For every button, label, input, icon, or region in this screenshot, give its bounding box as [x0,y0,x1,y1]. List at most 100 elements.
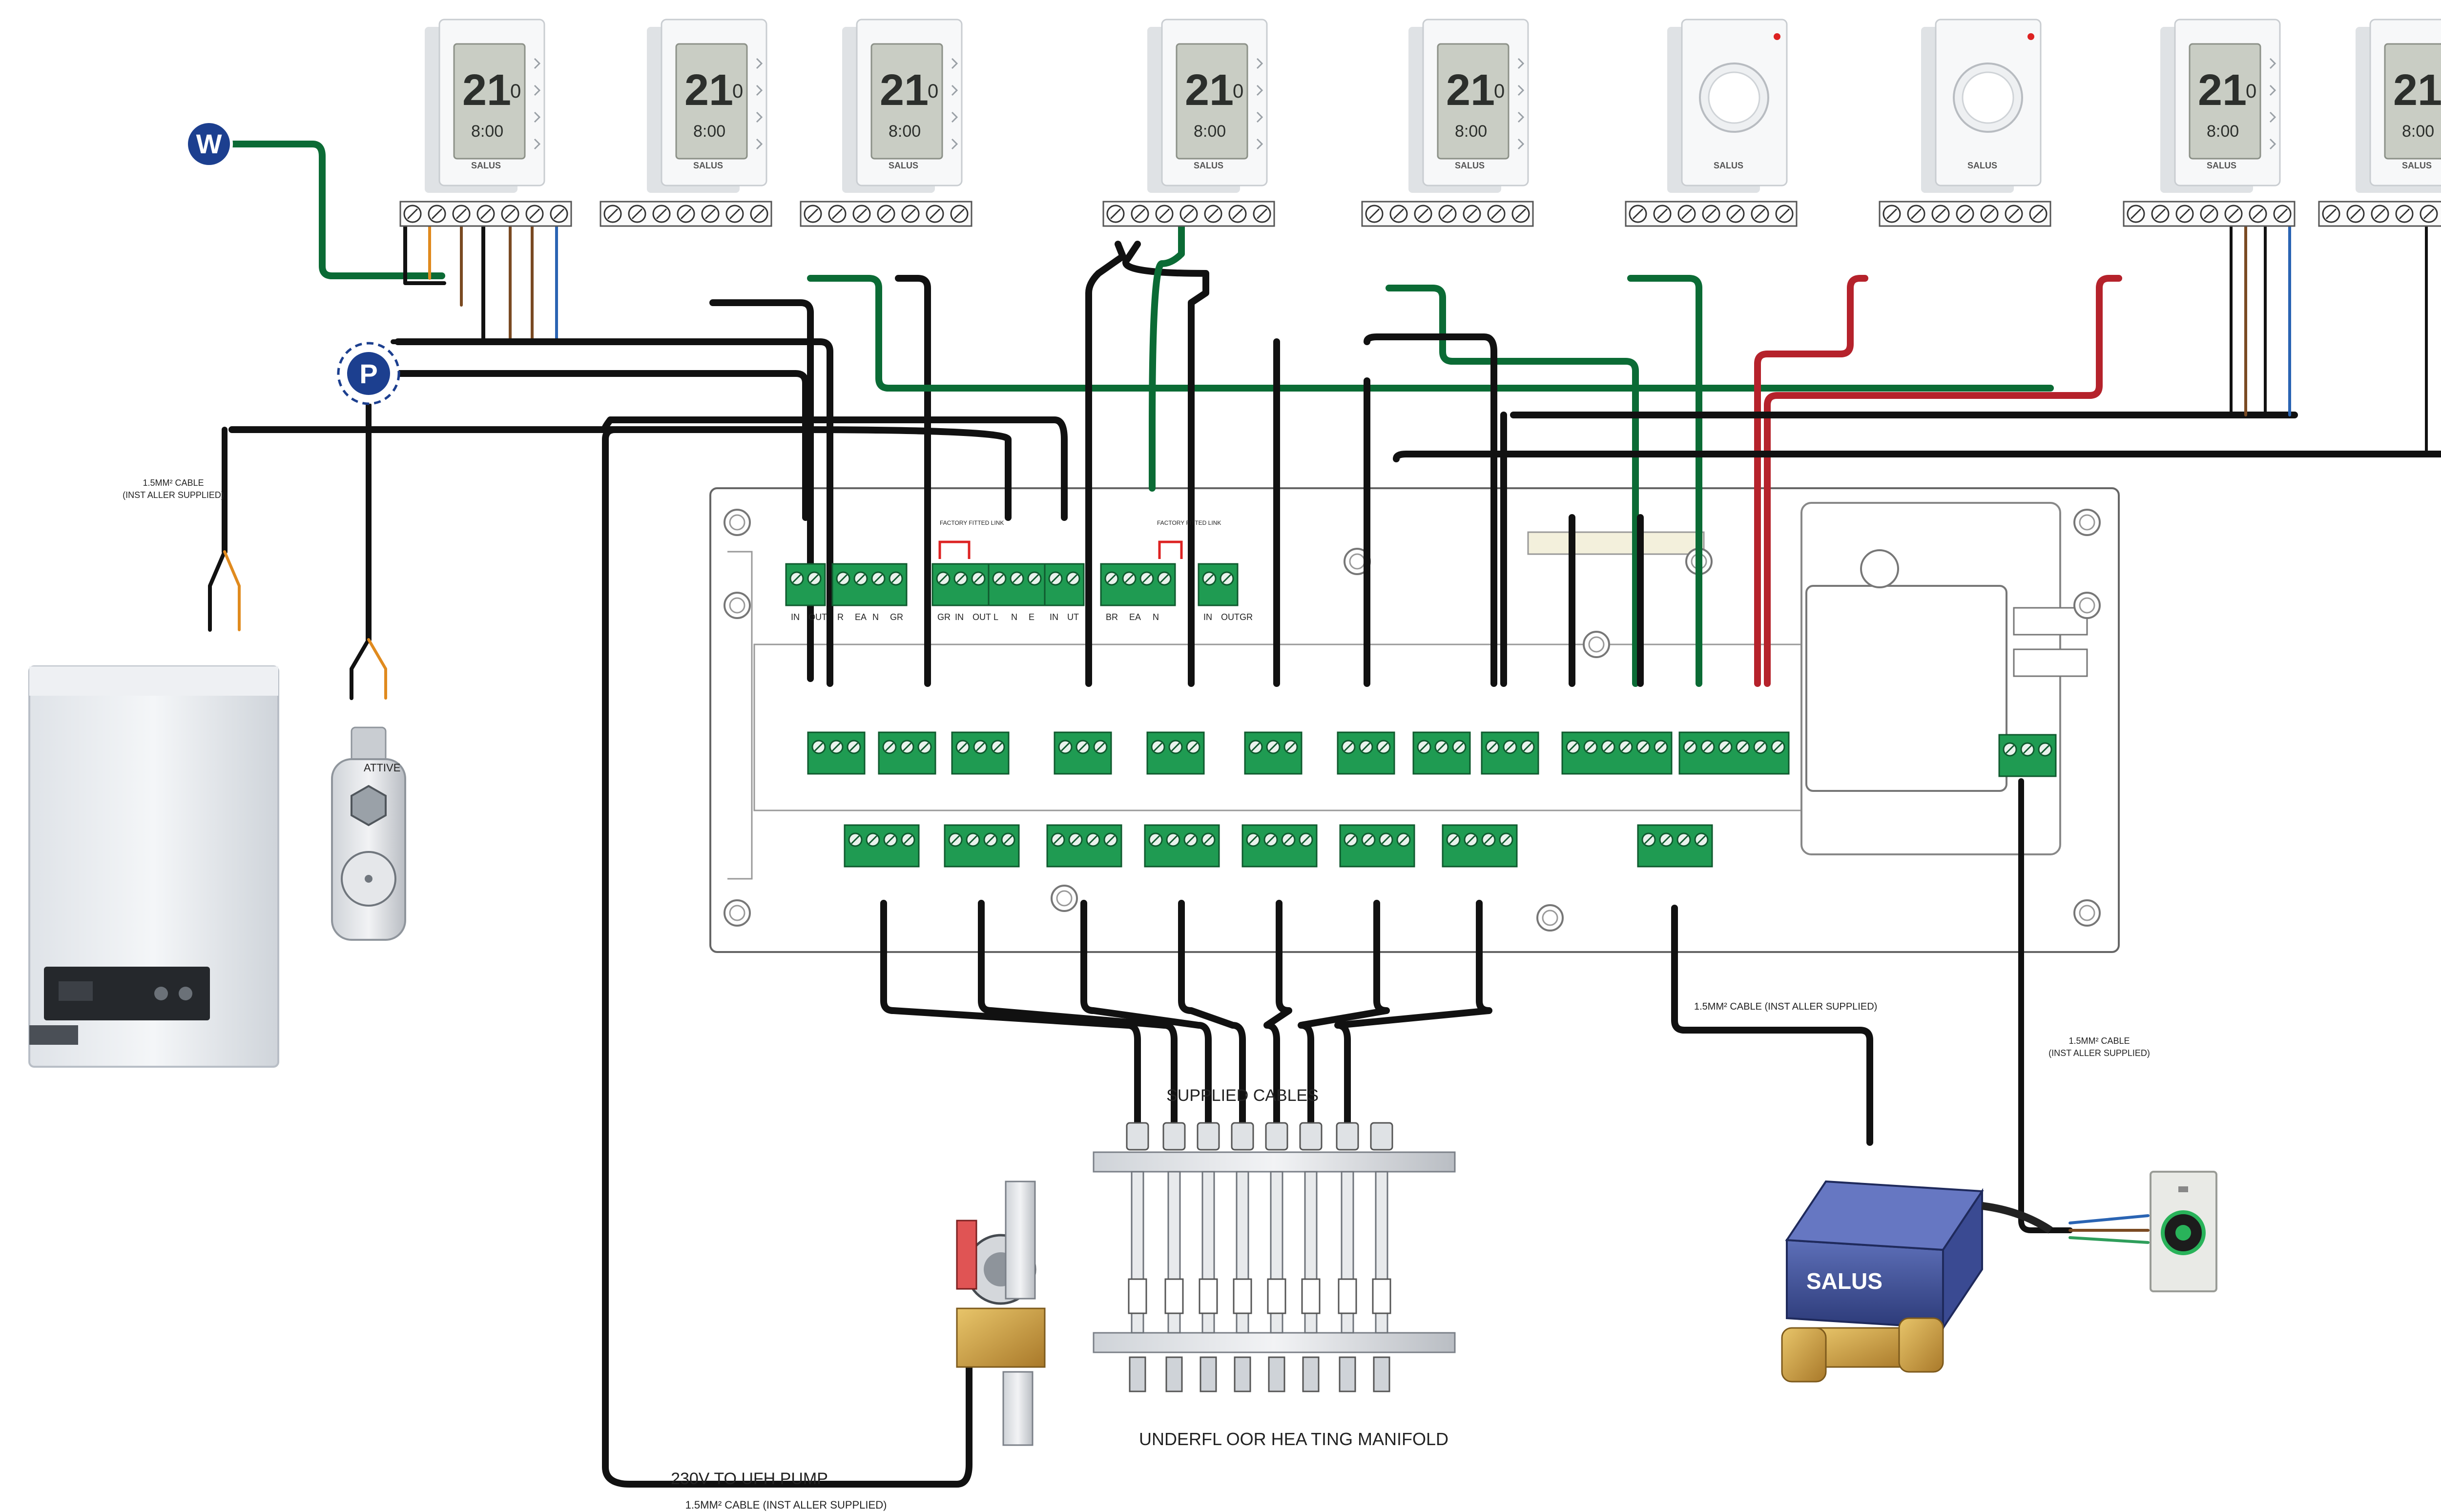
terminal-block-screw-slot [1204,574,1214,583]
manifold-actuator [1231,1122,1254,1151]
thermostat-screen [1437,43,1510,160]
manifold-flow-meter [1301,1278,1321,1314]
pump-cable [394,338,833,687]
manifold-flow-meter [1267,1278,1286,1314]
fuse-slot-2 [2013,648,2088,677]
thermostat-brand-label: SALUS [693,161,723,170]
thermostat-screen [453,43,526,160]
terminal-block-screw-slot [1012,574,1022,583]
board-mount-hole-inner [729,514,745,531]
board-zone-terminal-block [1146,731,1205,775]
thermostat-button-arrow [951,138,958,150]
board-mount-hole-inner [1349,553,1365,570]
thermostat-time-readout: 8:00 [693,122,725,141]
terminal-block-screw-slot [1106,835,1116,845]
terminal-block-screw-slot [902,742,912,752]
terminal-screw-slot [1754,208,1766,220]
terminal-block-screw-slot [1051,574,1060,583]
manifold-actuator [1370,1122,1393,1151]
terminal-block-screw-slot [1379,742,1388,752]
terminal-block-screw-slot [1088,835,1098,845]
board-terminal-label: GR [937,612,951,622]
manifold-cable [1080,900,1212,1126]
thermostat-dial-knob [1708,71,1760,124]
terminal-screw-slot [2179,208,2191,220]
manifold-flow-meter [1164,1278,1184,1314]
thermostat-button-arrow [534,84,541,96]
thermostat-button-arrow [756,111,763,123]
terminal-block-screw-slot [938,574,948,583]
thermostat-button-arrow [1517,84,1525,96]
thermostat-button-arrow [1256,84,1263,96]
manifold-flow-meter [1199,1278,1218,1314]
terminal-block-screw-slot [958,742,968,752]
terminal-screw-slot [2203,208,2215,220]
board-terminal-label: E [1029,612,1034,622]
terminal-block-screw-slot [975,742,985,752]
manifold-flow-meter [1128,1278,1147,1314]
terminal-screw-slot [1232,208,1243,220]
board-mount-hole-inner [2079,905,2095,921]
thermostat-temp-readout: 21 [1185,66,1234,115]
board-actuator-terminal-block [1442,824,1518,868]
terminal-block-screw-slot [1286,742,1296,752]
terminal-block-screw-slot [1096,742,1105,752]
board-zone-terminal-block [1244,731,1303,775]
terminal-block-screw-slot [1685,742,1695,752]
ufh-manifold [956,1122,1456,1446]
transformer-icon [1805,585,2007,792]
thermostat-screen [675,43,748,160]
thermostat-button-arrow [756,84,763,96]
terminal-screw-slot [2032,208,2044,220]
terminal-screw-slot [1515,208,1527,220]
terminal-screw-slot [1984,208,1995,220]
board-terminal-label: EA [855,612,867,622]
thermostat-brand-label: SALUS [2402,161,2432,170]
manifold-return-port [1268,1356,1285,1392]
pump-supply-cable [602,426,972,1488]
board-mount-hole-inner [2079,597,2095,614]
board-zone-terminal-block [1054,731,1112,775]
w-cable [228,141,445,279]
thermostat-button-arrow [951,84,958,96]
terminal-block-screw-slot [1703,742,1713,752]
terminal-screw-slot [2252,208,2264,220]
terminal-block-screw-slot [1142,574,1152,583]
board-actuator-terminal-block [1637,824,1713,868]
terminal-block-screw-slot [1060,742,1070,752]
terminal-screw-slot [1183,208,1195,220]
terminal-block-screw-slot [1437,742,1447,752]
thermostat-button-arrow [534,138,541,150]
board-terminal-label: OUTGR [1221,612,1253,622]
terminal-block-screw-slot [1720,742,1730,752]
terminal-block-screw-slot [850,835,860,845]
board-terminal-label: OUT [972,612,991,622]
terminal-block-screw-slot [809,574,819,583]
red-cable [1764,275,2122,687]
factory-link [1158,540,1183,559]
thermostat-brand-label: SALUS [1194,161,1223,170]
thermostat-terminal-strip [2318,201,2441,227]
terminal-block-screw-slot [1501,835,1511,845]
terminal-screw-slot [1959,208,1971,220]
terminal-screw-slot [529,208,540,220]
terminal-screw-slot [1632,208,1644,220]
terminal-screw-slot [504,208,516,220]
terminal-block-screw-slot [1346,835,1356,845]
board-earth-terminal-block [1998,734,2057,777]
thermostat-button-arrow [2269,84,2276,96]
terminal-screw-slot [880,208,892,220]
w-badge: W [185,120,233,168]
cable-label-boiler-2: (INST ALLER SUPPLIED) [123,490,224,500]
board-top-terminal-block [1198,563,1239,606]
thermostat-button-arrow [534,111,541,123]
zone-valve: SALUS [1781,1180,2053,1383]
thermostat-button-arrow [534,58,541,69]
thermostat-temp-decimal: 0 [2246,81,2256,102]
manifold-return-port [1234,1356,1251,1392]
terminal-screw-slot [1705,208,1717,220]
terminal-block-screw-slot [792,574,802,583]
board-top-terminal-block [785,563,826,606]
